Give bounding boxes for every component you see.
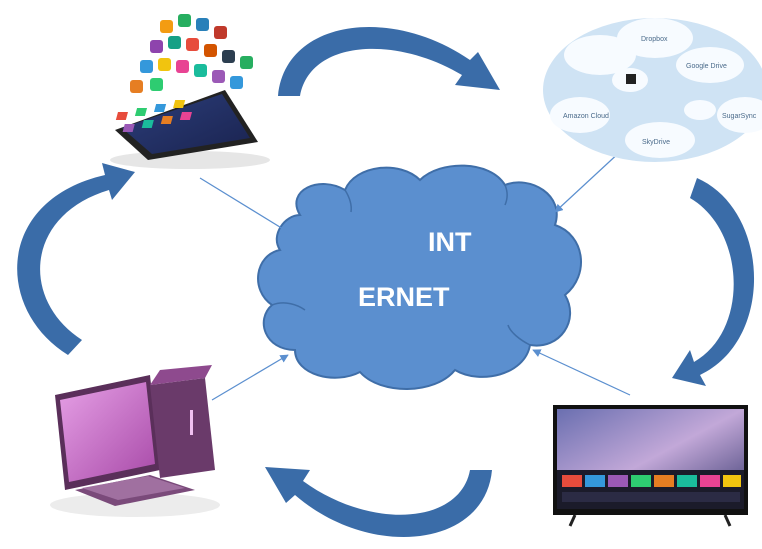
internet-cloud: INT ERNET	[257, 164, 582, 390]
curved-arrow-left	[17, 163, 136, 355]
connector-tv-to-cloud	[532, 349, 631, 396]
desktop-computer-icon	[50, 365, 220, 517]
internet-label-line1: INT	[428, 227, 472, 257]
connector-cloudservices-to-cloud	[554, 149, 623, 213]
service-label-google-drive: Google Drive	[686, 63, 727, 70]
smart-tv-icon	[553, 405, 748, 527]
curved-arrow-bottom	[265, 467, 492, 538]
service-label-amazon-cloud: Amazon Cloud	[563, 113, 609, 120]
curved-arrow-top	[278, 27, 500, 96]
internet-label-line2: ERNET	[358, 282, 450, 312]
cloud-services-icon: Dropbox Google Drive SugarSync Amazon Cl…	[543, 18, 762, 162]
connector-phone-to-cloud	[199, 177, 289, 233]
connector-pc-to-cloud	[211, 354, 289, 401]
smartphone-with-apps-icon	[110, 14, 270, 169]
service-label-sugarsync: SugarSync	[722, 113, 757, 120]
curved-arrow-right	[672, 178, 755, 386]
service-label-dropbox: Dropbox	[641, 36, 668, 43]
service-label-skydrive: SkyDrive	[642, 139, 670, 146]
